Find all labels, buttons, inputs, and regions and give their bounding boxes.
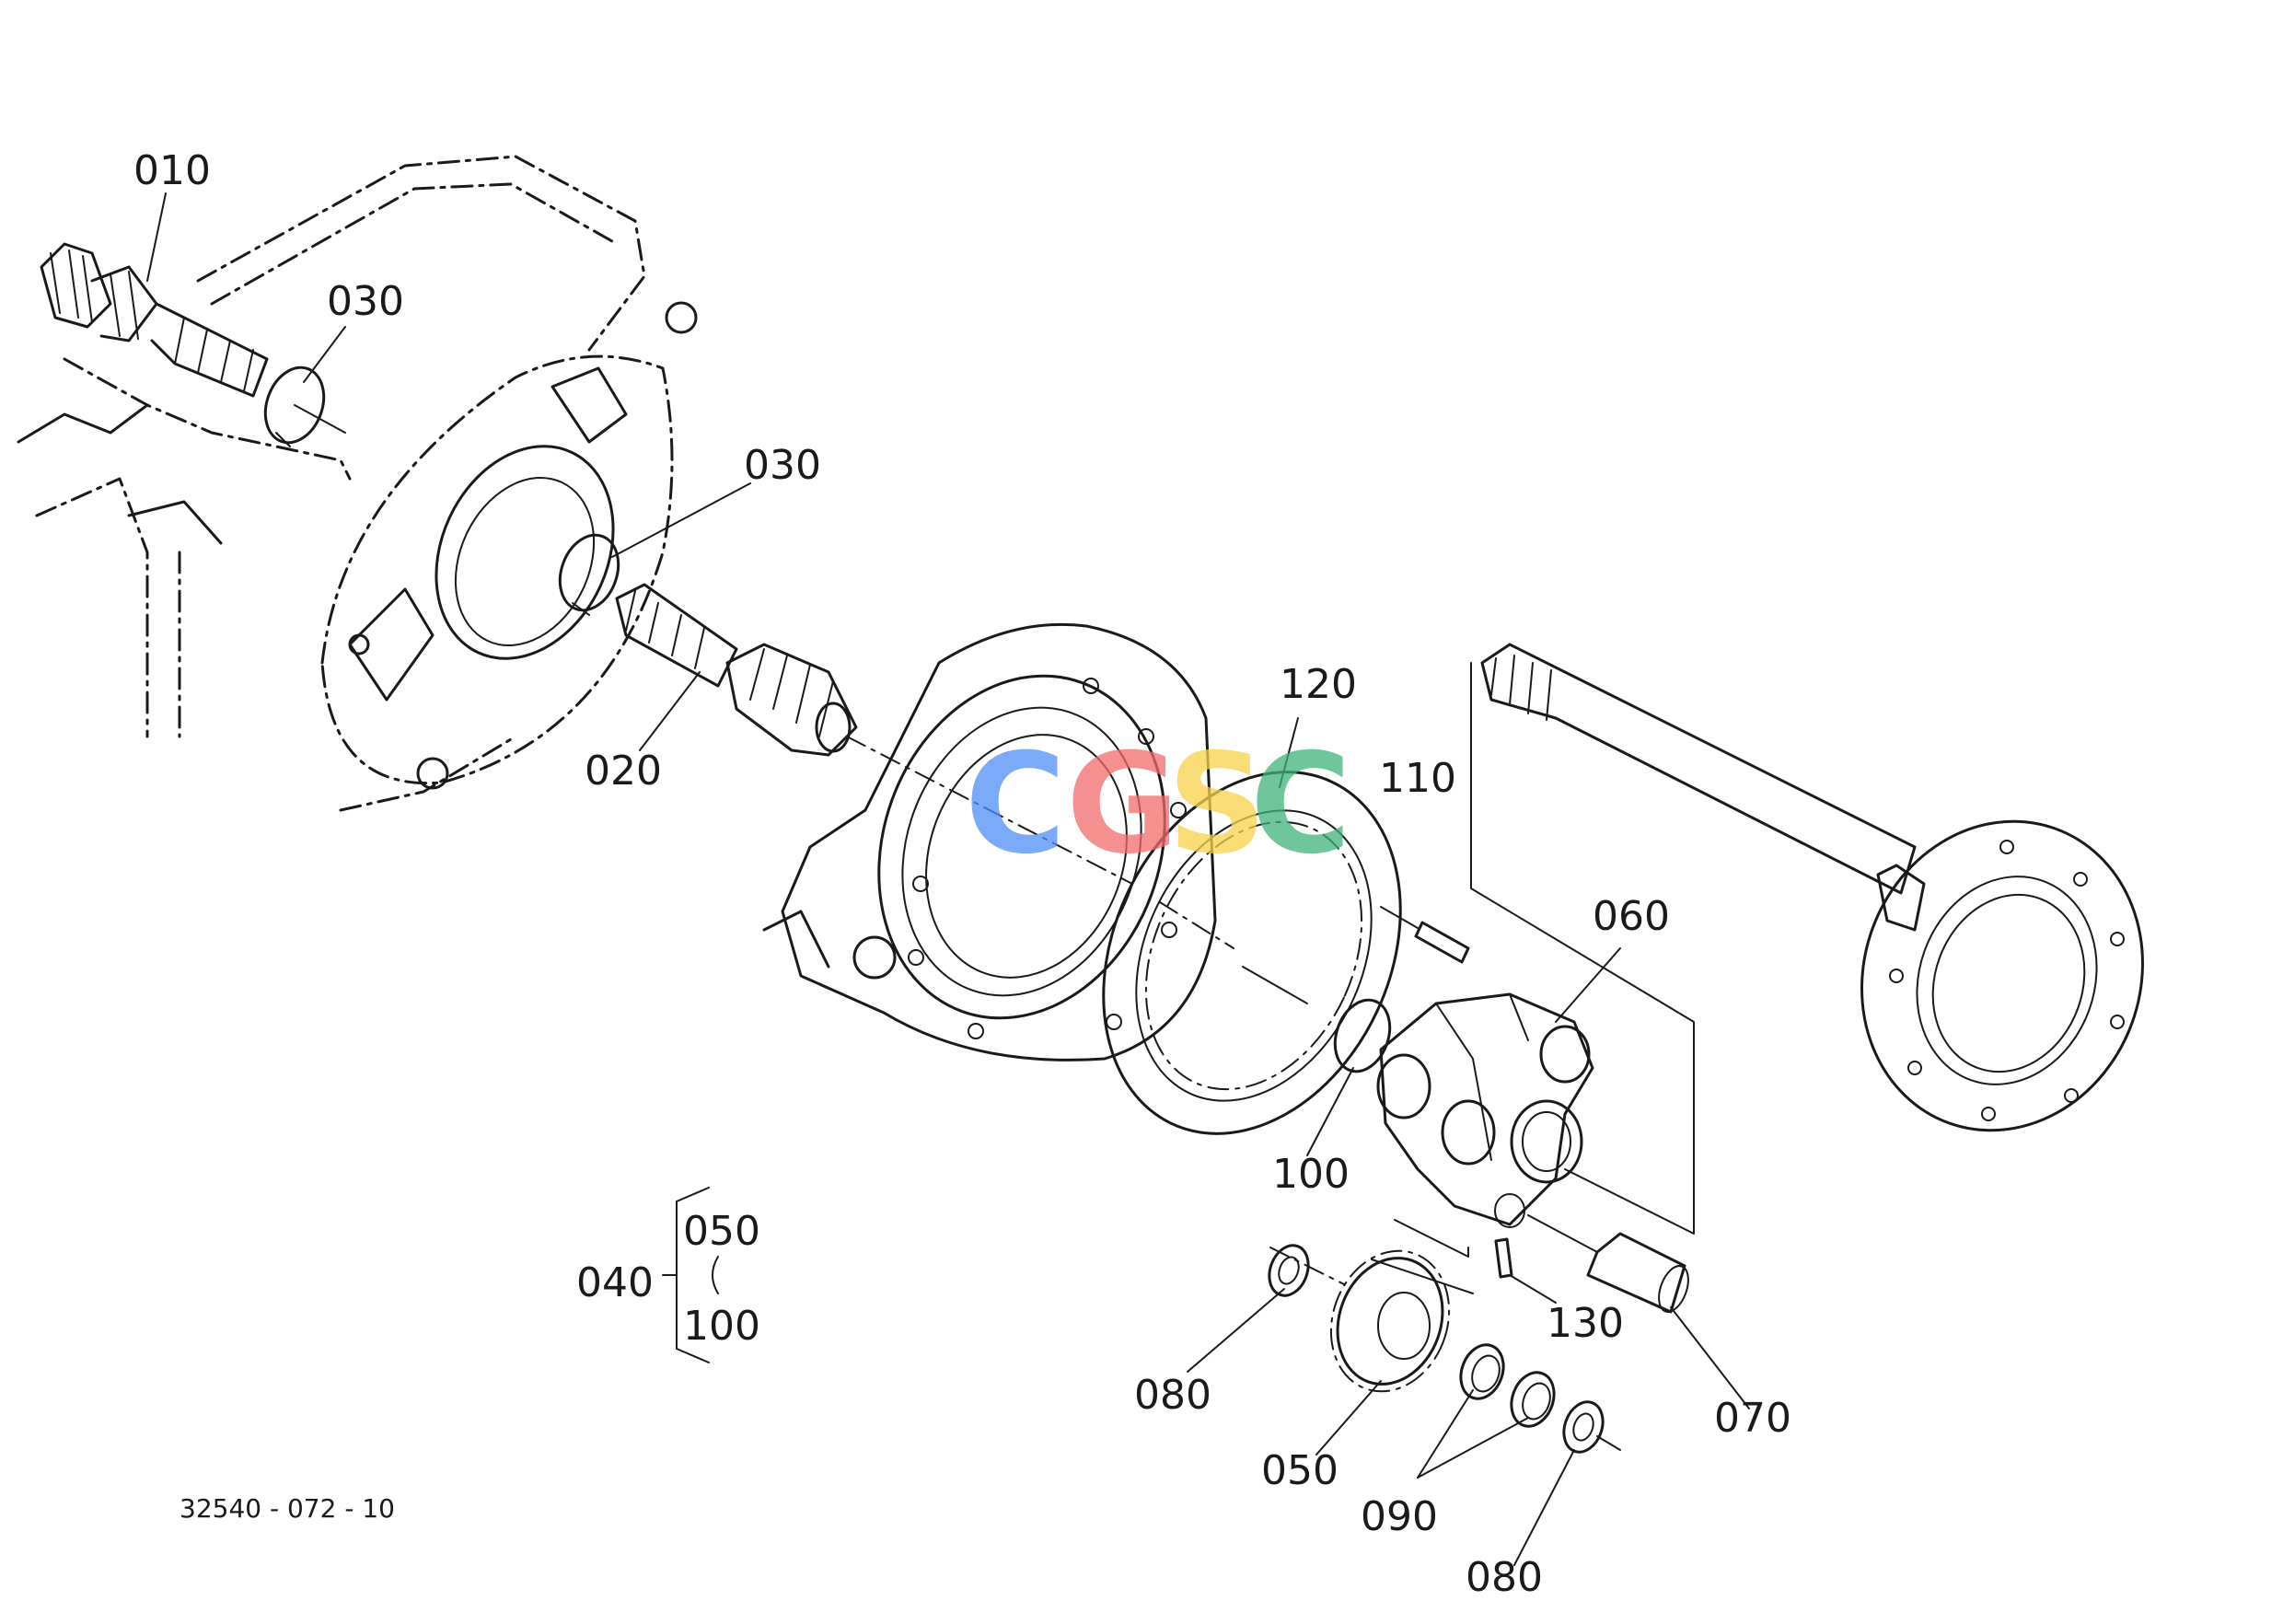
drawing-code: 32540 - 072 - 10 <box>180 1493 395 1524</box>
label-070: 070 <box>1714 1395 1791 1442</box>
label-060: 060 <box>1593 893 1670 940</box>
part-020-pinion-shaft <box>615 583 1133 885</box>
label-050: 050 <box>1261 1447 1339 1494</box>
label-010: 010 <box>133 147 211 194</box>
label-080-upper: 080 <box>1134 1372 1211 1419</box>
part-060-planet-carrier <box>1376 992 1594 1228</box>
label-040: 040 <box>576 1259 654 1306</box>
label-090: 090 <box>1361 1493 1438 1540</box>
label-100: 100 <box>1272 1151 1350 1198</box>
part-030-snap-ring-upper <box>263 365 346 447</box>
part-080-washer-lower <box>1562 1400 1621 1454</box>
watermark-letter-3: S <box>1167 725 1267 885</box>
transmission-housing <box>17 155 698 812</box>
bracket-small <box>1394 1219 1469 1258</box>
hub-housing <box>762 622 1217 1061</box>
part-080-washer-upper <box>1268 1244 1345 1297</box>
part-120-ring-gear <box>1102 771 1402 1135</box>
assembly-bracket <box>1470 662 1695 1235</box>
part-050-planet-gear <box>1329 1249 1474 1393</box>
watermark-letter-4: C <box>1250 725 1351 885</box>
part-090-needle-bearing-1 <box>1459 1343 1505 1400</box>
part-130-pin <box>1494 1237 1513 1279</box>
part-100-snap-ring <box>1333 998 1392 1073</box>
watermark-letter-2: G <box>1066 725 1179 885</box>
part-030-snap-ring-lower <box>558 533 620 616</box>
watermark: C G S C <box>965 725 1351 885</box>
label-110: 110 <box>1379 755 1456 802</box>
kit-bracket <box>662 1187 719 1363</box>
axle-flange <box>1480 643 2144 1132</box>
label-080-lower: 080 <box>1466 1554 1543 1601</box>
leader-lines <box>146 192 1750 1566</box>
watermark-letter-1: C <box>965 725 1066 885</box>
part-110-pin <box>1380 906 1470 964</box>
label-100-kit: 100 <box>683 1303 760 1350</box>
part-010-shaft <box>40 242 269 398</box>
label-020: 020 <box>585 748 662 795</box>
label-030-upper: 030 <box>327 278 404 325</box>
label-120: 120 <box>1280 661 1357 708</box>
label-130: 130 <box>1547 1300 1624 1347</box>
part-070-planet-shaft <box>1527 1214 1689 1314</box>
label-050-kit: 050 <box>683 1208 760 1255</box>
part-090-needle-bearing-2 <box>1510 1371 1556 1428</box>
label-030-lower: 030 <box>744 442 821 489</box>
